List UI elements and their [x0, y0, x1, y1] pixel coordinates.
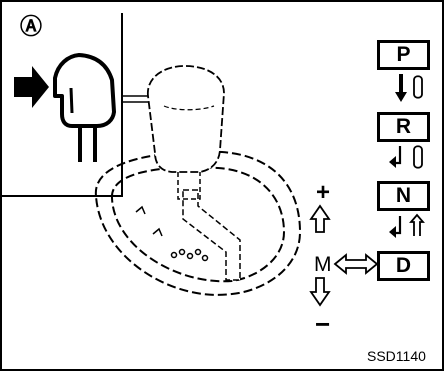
- down-arrow-head: [389, 156, 396, 168]
- shift-gate-slot: [183, 190, 240, 280]
- gear-reverse: R: [377, 112, 430, 142]
- selector-knob: [148, 66, 224, 172]
- inset-label: Ⓐ: [20, 9, 42, 41]
- console-mark: [196, 250, 201, 255]
- shift-down-arrow-icon: [311, 278, 329, 305]
- gear-neutral: N: [377, 181, 430, 211]
- brake-button-icon: [414, 146, 422, 168]
- gear-drive: D: [377, 251, 430, 281]
- shift-down-label: −: [315, 312, 330, 336]
- console-mark: [136, 207, 145, 214]
- shift-knob-closeup: [55, 55, 114, 126]
- console-mark: [153, 229, 162, 236]
- knob-button-edge: [71, 88, 72, 113]
- down-arrow-head: [389, 226, 396, 238]
- down-arrow-icon: [395, 74, 407, 102]
- right-arrow-icon: [14, 66, 49, 108]
- up-arrow-icon: [411, 215, 423, 236]
- brake-button-icon: [414, 76, 422, 98]
- console-mark: [172, 253, 177, 258]
- console-mark: [180, 250, 185, 255]
- console-mark: [203, 256, 208, 261]
- console-mark: [188, 254, 193, 259]
- shift-up-label: +: [316, 181, 330, 205]
- shift-up-arrow-icon: [311, 206, 329, 232]
- shift-lever-shaft: [80, 127, 95, 162]
- manual-mode-label: M: [314, 253, 332, 277]
- gear-park: P: [377, 40, 430, 70]
- double-arrow-icon: [335, 255, 377, 273]
- figure-code: SSD1140: [367, 348, 426, 364]
